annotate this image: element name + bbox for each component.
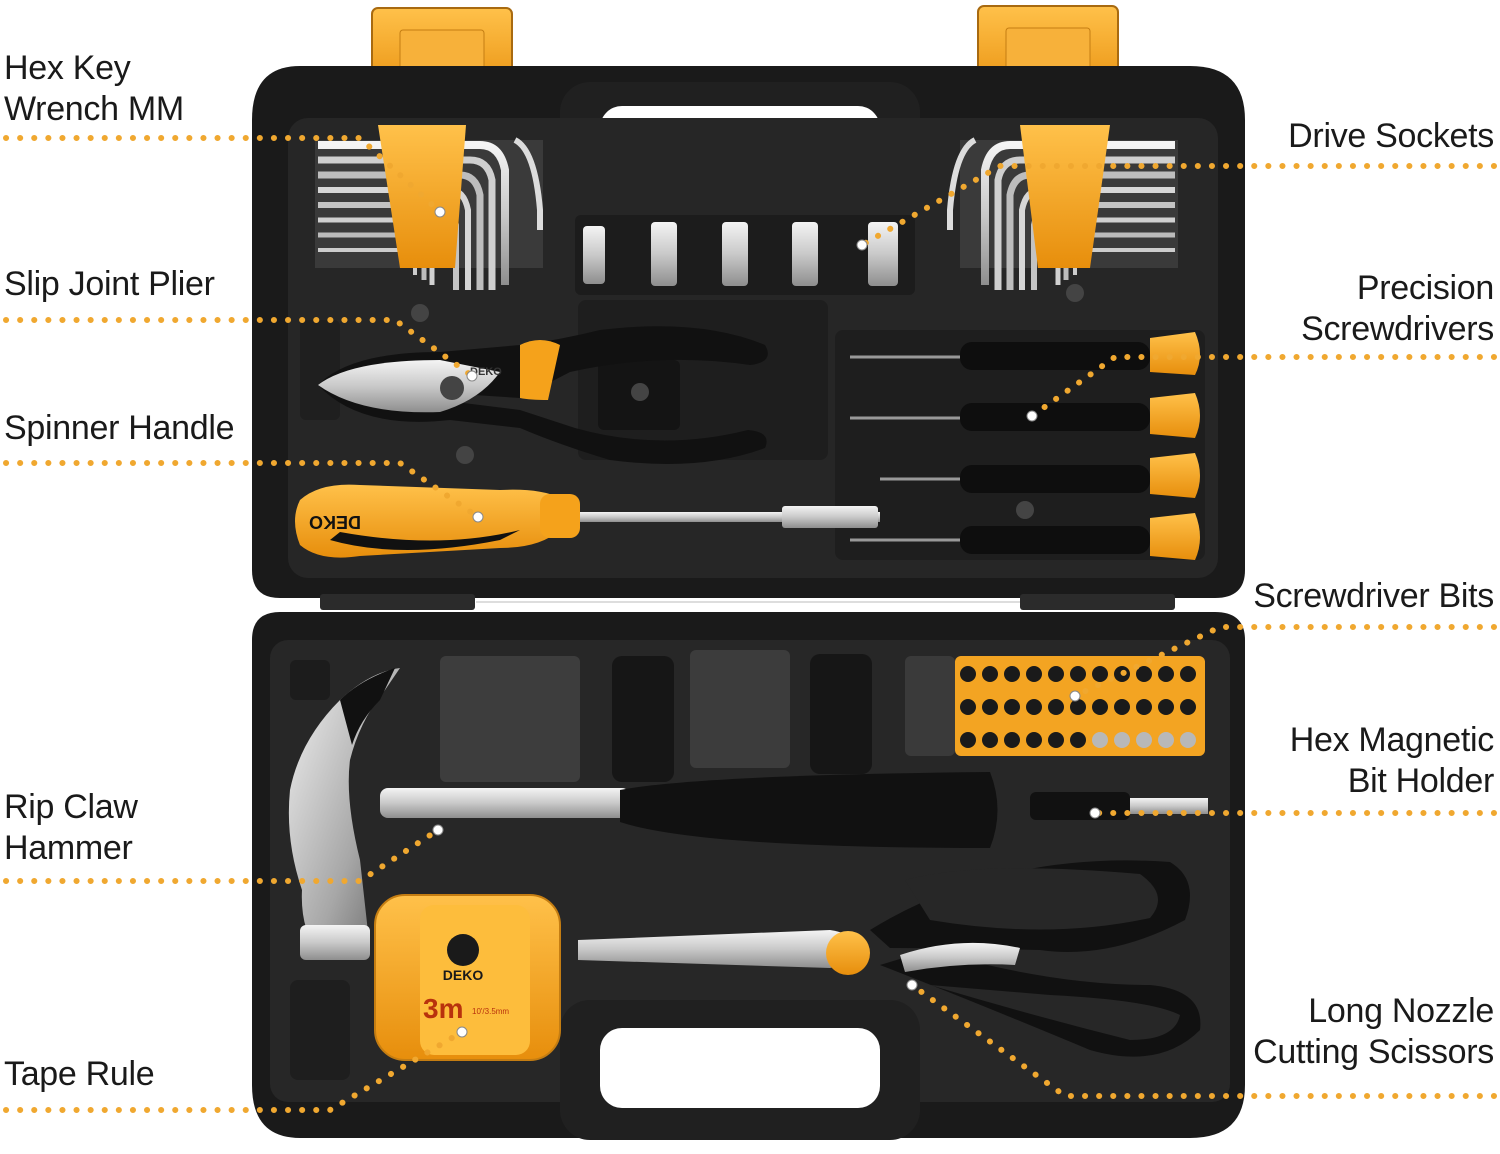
tape-rule: DEKO 3m 10'/3.5mm: [374, 894, 561, 1061]
leader-hex-key: [3, 135, 443, 215]
leader-scissors: [909, 982, 1497, 1099]
bit: [1158, 732, 1174, 748]
label-tape-rule: Tape Rule: [4, 1055, 155, 1093]
bit: [982, 666, 998, 682]
hex-key-set-right: [947, 125, 1178, 290]
bit: [1180, 699, 1196, 715]
precision-screwdrivers: [850, 332, 1200, 560]
label-hex-key-wrench: Hex Key Wrench MM: [4, 49, 184, 128]
bit: [960, 699, 976, 715]
bit: [1114, 732, 1130, 748]
hex-magnetic-bit-holder: [1030, 792, 1208, 820]
bit: [1048, 699, 1064, 715]
leader-spinner: [3, 460, 481, 520]
bit: [1026, 699, 1042, 715]
bit: [1180, 732, 1196, 748]
bit: [1092, 732, 1108, 748]
label-hex-magnetic-bit-holder: Hex Magnetic Bit Holder: [1289, 721, 1495, 800]
hex-key-holder-right: [1020, 125, 1110, 268]
bit: [1092, 699, 1108, 715]
bit: [960, 666, 976, 682]
leader-lines: [3, 135, 1497, 1113]
leader-slip-joint: [3, 317, 475, 379]
lower-case: DEKO 3m 10'/3.5mm: [252, 612, 1245, 1140]
leader-sockets: [859, 163, 1497, 248]
label-spinner-handle: Spinner Handle: [4, 409, 235, 447]
bit: [982, 732, 998, 748]
bit: [1070, 699, 1086, 715]
hinges: [320, 594, 1175, 610]
bit: [1136, 699, 1152, 715]
bit: [1158, 699, 1174, 715]
bit: [1070, 732, 1086, 748]
bit: [1136, 732, 1152, 748]
tape-sub: 10'/3.5mm: [472, 1007, 509, 1016]
label-precision-screwdrivers: Precision Screwdrivers: [1301, 269, 1494, 348]
bit: [1026, 732, 1042, 748]
screwdriver-bits: [955, 656, 1205, 756]
bit: [1158, 666, 1174, 682]
slip-joint-plier: DEKO: [318, 326, 768, 464]
leader-precision: [1029, 354, 1497, 419]
leader-hammer: [3, 827, 441, 884]
bit: [1004, 666, 1020, 682]
plier-brand: DEKO: [470, 366, 502, 378]
tape-brand: DEKO: [443, 967, 484, 983]
rip-claw-hammer: [288, 668, 998, 960]
spinner-handle: DEKO: [295, 484, 880, 558]
hex-key-set-left: [315, 125, 543, 290]
spinner-brand: DEKO: [309, 512, 361, 532]
bit: [1114, 699, 1130, 715]
drive-sockets: [583, 222, 898, 286]
bit: [960, 732, 976, 748]
leader-tape: [3, 1029, 465, 1113]
label-long-nozzle-scissors: Long Nozzle Cutting Scissors: [1253, 992, 1494, 1071]
bit: [1048, 666, 1064, 682]
leader-bits: [1072, 624, 1497, 699]
bit: [982, 699, 998, 715]
bit: [1136, 666, 1152, 682]
bit: [1026, 666, 1042, 682]
bit: [1004, 732, 1020, 748]
label-drive-sockets: Drive Sockets: [1288, 117, 1494, 155]
label-screwdriver-bits: Screwdriver Bits: [1253, 577, 1494, 615]
bit: [1092, 666, 1108, 682]
label-rip-claw-hammer: Rip Claw Hammer: [4, 788, 138, 867]
upper-case: DEKO DEKO: [252, 5, 1245, 598]
bit: [1004, 699, 1020, 715]
long-nozzle-cutting-scissors: [578, 860, 1201, 1057]
bit: [1180, 666, 1196, 682]
bit: [1048, 732, 1064, 748]
leader-endpoints: [432, 206, 1101, 1038]
label-slip-joint-plier: Slip Joint Plier: [4, 265, 215, 303]
bit: [1070, 666, 1086, 682]
tape-length: 3m: [423, 993, 463, 1024]
